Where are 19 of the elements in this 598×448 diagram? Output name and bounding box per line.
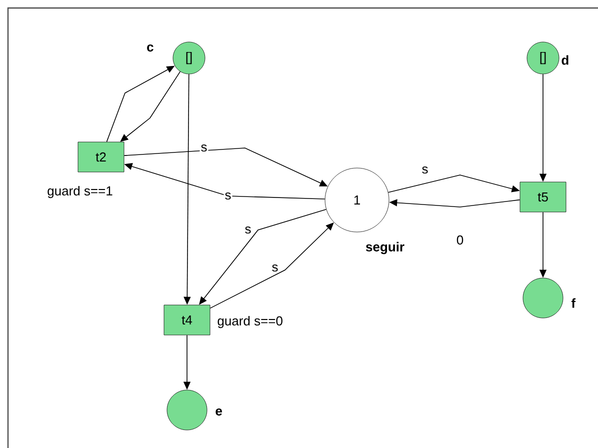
edge-label: s — [420, 165, 430, 175]
place-name: seguir — [366, 242, 404, 254]
place-name: c — [147, 44, 154, 52]
transition-box: t4 — [164, 304, 210, 336]
edge-label: 0 — [455, 234, 465, 246]
edge-label: s — [244, 225, 252, 235]
edge-label: s — [224, 191, 232, 201]
edge-label: s — [270, 263, 280, 273]
place-circle — [166, 390, 208, 430]
arc-arrow — [120, 71, 181, 142]
place-name: e — [216, 408, 222, 416]
edge-label: s — [200, 143, 208, 153]
place-name: d — [562, 55, 568, 65]
guard-label: guard s==1 — [48, 186, 112, 198]
transition-box: t5 — [520, 182, 566, 212]
transition-box: t2 — [78, 142, 124, 172]
place-circle — [522, 278, 564, 318]
guard-label: guard s==0 — [218, 316, 282, 328]
place-name: f — [571, 298, 576, 308]
